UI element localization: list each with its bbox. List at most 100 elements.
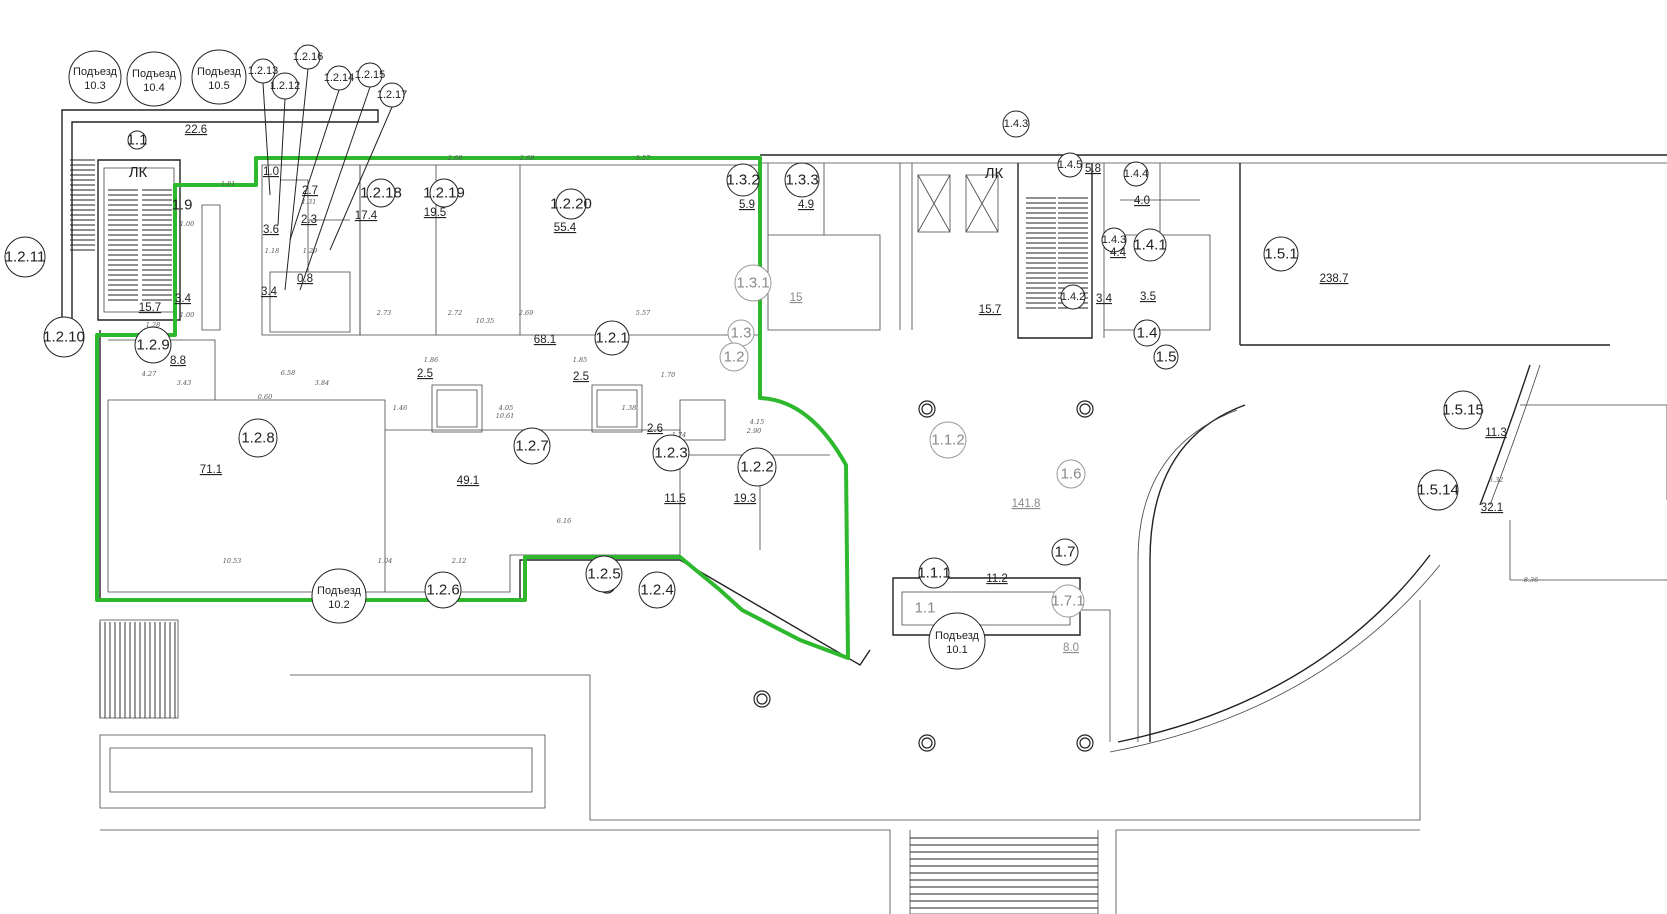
dimension-label: 3.43 — [177, 379, 191, 387]
room-bubble — [1417, 469, 1459, 511]
room-number: 1.3.2 — [726, 172, 759, 189]
entrance-bubble — [68, 50, 122, 104]
room-bubble — [652, 434, 690, 472]
room-label: 1.9 — [172, 197, 193, 214]
dimension-label: 1.29 — [303, 247, 317, 255]
room-label: 1.3.3 4.9 — [784, 162, 820, 211]
leader-line — [277, 98, 286, 226]
room-area: 2.7 — [302, 185, 318, 197]
column — [1076, 400, 1094, 418]
room-area: 4.9 — [798, 199, 814, 211]
entrance-labels: Подъезд10.3Подъезд10.4Подъезд10.5Подъезд… — [68, 49, 986, 670]
room-bubble — [250, 58, 276, 84]
room-area: 5.9 — [739, 199, 755, 211]
room-label: 1.2.6 — [424, 571, 462, 609]
room-number: 1.2.10 — [43, 329, 85, 346]
room-number: 1.3.1 — [736, 275, 769, 292]
room-area: 238.7 — [1320, 273, 1349, 285]
entrance-number: 10.3 — [84, 80, 105, 92]
room-number: 1.3.3 — [785, 172, 818, 189]
room-number: 1.5.14 — [1417, 482, 1459, 499]
room-label: 1.7.18.0 — [1051, 584, 1085, 654]
room-area: 32.1 — [1481, 502, 1503, 514]
room-number: 1.1.1 — [917, 565, 950, 582]
room-bubble — [295, 44, 321, 70]
room-bubble — [918, 557, 950, 589]
room-bubble — [1051, 584, 1085, 618]
room-bubble — [1133, 228, 1167, 262]
room-area: 11.5 — [664, 493, 686, 505]
room-bubble — [555, 188, 587, 220]
room-bubble — [366, 178, 396, 208]
room-area: 19.5 — [424, 207, 446, 219]
room-bubble — [429, 178, 459, 208]
room-label: 1.2.871.1 — [200, 418, 278, 476]
leader-bubble: 1.2.12 — [270, 72, 300, 226]
room-label: 1.5.14 32.1 — [1417, 469, 1503, 514]
column — [918, 400, 936, 418]
entrance-word: Подъезд — [197, 66, 242, 78]
room-label: 1.4 — [1133, 319, 1161, 347]
entrance-label: Подъезд 10.3 — [68, 50, 122, 104]
rental-zone-outline — [95, 156, 850, 660]
room-area: 2.6 — [647, 423, 663, 435]
dimension-label: 2.68 — [447, 154, 462, 162]
room-area: 3.4 — [175, 293, 192, 305]
room-number: 1.2.17 — [377, 89, 408, 101]
entrance-number: 10.1 — [946, 644, 967, 656]
dimension-label: 1.81 — [221, 180, 235, 188]
dimension-label: 8.36 — [1524, 576, 1538, 584]
room-label: 1.1 — [915, 600, 936, 617]
room-area: 4.4 — [1110, 247, 1127, 259]
room-area: 11.3 — [1485, 427, 1507, 439]
dimension-label: 5.57 — [636, 309, 651, 317]
dimension-label: 2.90 — [746, 427, 761, 435]
leader-bubble: 1.2.14 — [289, 65, 354, 241]
room-number: 1.9 — [172, 197, 193, 214]
dimension-label: 5.32 — [1489, 476, 1503, 484]
room-number: 1.4.2 — [1061, 291, 1085, 303]
room-bubble — [1051, 538, 1079, 566]
room-number: 1.2.4 — [640, 582, 673, 599]
leader-line — [299, 86, 371, 291]
room-area: 3.4 — [1096, 293, 1113, 305]
room-label: 1.3.115 — [734, 264, 802, 304]
entrance-word: Подъезд — [73, 66, 118, 78]
room-number: 1.5 — [1156, 349, 1177, 366]
room-area: 3.6 — [263, 224, 279, 236]
room-area: 5.8 — [1085, 163, 1101, 175]
room-number: 1.2.1 — [595, 330, 628, 347]
dimension-label: 1.18 — [265, 247, 279, 255]
room-bubble — [737, 447, 777, 487]
room-label: 1.2.98.8 — [134, 326, 186, 367]
room-area: 17.4 — [355, 210, 378, 222]
room-area: 19.3 — [734, 493, 756, 505]
dimension-label: 2.12 — [451, 557, 466, 565]
room-number: 1.6 — [1061, 466, 1082, 483]
entrance-word: Подъезд — [935, 630, 980, 642]
entrance-label: Подъезд 10.1 — [928, 612, 986, 670]
entrance-number: 10.5 — [208, 80, 229, 92]
room-bubble — [1133, 319, 1161, 347]
room-number: 1.5.15 — [1442, 402, 1484, 419]
room-bubble — [719, 342, 749, 372]
room-area: 68.1 — [534, 334, 556, 346]
room-bubble — [43, 316, 85, 358]
dimension-label: 1.04 — [378, 557, 392, 565]
room-area: 1.0 — [263, 166, 279, 178]
leader-line — [329, 106, 393, 251]
dimension-label: 4.15 — [749, 418, 764, 426]
room-label: 1.4.13.5 — [1133, 228, 1167, 303]
dimension-label: 1.31 — [302, 198, 316, 206]
room-number: 1.4.4 — [1124, 168, 1148, 180]
room-number: 1.2.20 — [550, 196, 592, 213]
room-bubble — [1056, 459, 1086, 489]
dimension-label: 2.72 — [447, 309, 462, 317]
room-bubble — [594, 320, 630, 356]
room-label: 1.2.1 68.1 — [534, 320, 630, 356]
